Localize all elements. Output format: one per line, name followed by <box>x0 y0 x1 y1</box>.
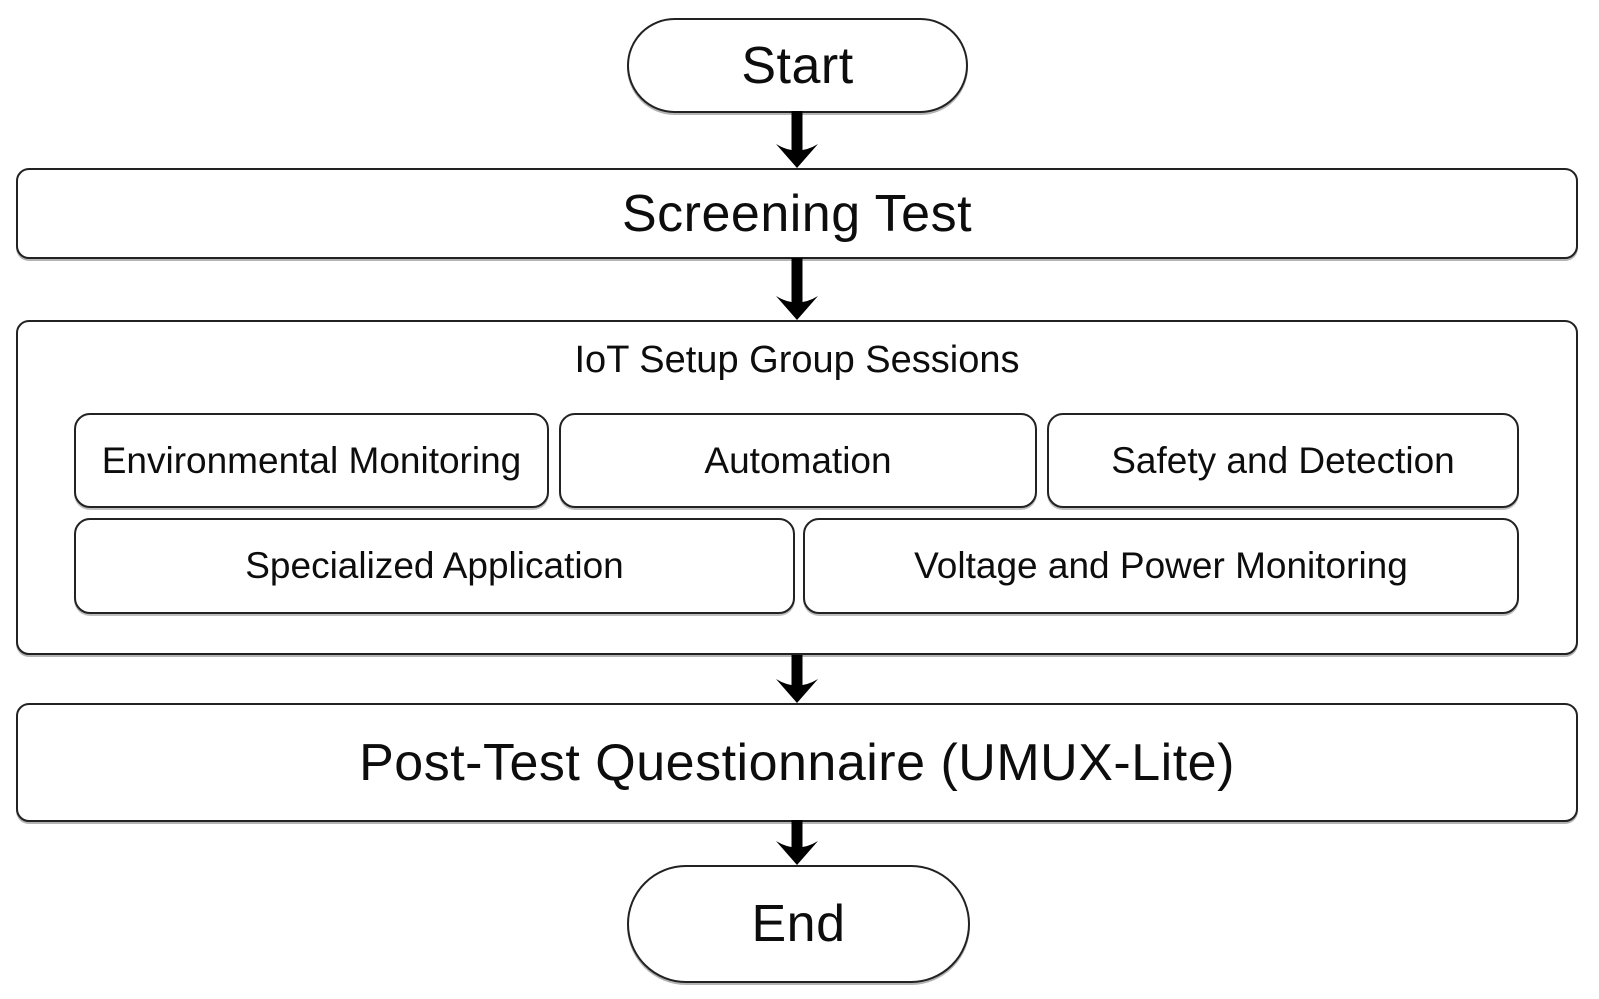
iot-group-title: IoT Setup Group Sessions <box>574 339 1020 381</box>
session-box-automation: Automation <box>559 413 1037 508</box>
iot-setup-group-container: IoT Setup Group Sessions Environmental M… <box>16 320 1578 655</box>
session-box-voltage-and-power-monitoring: Voltage and Power Monitoring <box>803 518 1519 614</box>
session-label: Voltage and Power Monitoring <box>914 545 1408 586</box>
start-node: Start <box>627 18 968 113</box>
arrow-down-icon <box>776 655 818 703</box>
start-node-label: Start <box>741 36 854 95</box>
end-node: End <box>627 865 970 983</box>
flow-arrow-start-to-screening <box>773 111 821 168</box>
post-test-questionnaire-node: Post-Test Questionnaire (UMUX-Lite) <box>16 703 1578 822</box>
session-box-safety-and-detection: Safety and Detection <box>1047 413 1519 508</box>
session-label: Automation <box>704 439 892 481</box>
arrow-down-icon <box>776 111 818 168</box>
session-label: Safety and Detection <box>1111 439 1455 481</box>
arrow-down-icon <box>776 258 818 320</box>
arrow-down-icon <box>776 820 818 865</box>
end-node-label: End <box>751 895 846 953</box>
screening-test-label: Screening Test <box>621 184 973 243</box>
session-box-specialized-application: Specialized Application <box>74 518 795 614</box>
session-label: Specialized Application <box>245 545 624 586</box>
session-label: Environmental Monitoring <box>101 439 522 481</box>
flow-arrow-posttest-to-end <box>773 820 821 865</box>
screening-test-node: Screening Test <box>16 168 1578 259</box>
flow-arrow-screening-to-iot <box>773 258 821 320</box>
post-test-questionnaire-label: Post-Test Questionnaire (UMUX-Lite) <box>359 733 1235 792</box>
flow-arrow-iot-to-posttest <box>773 655 821 703</box>
session-box-environmental-monitoring: Environmental Monitoring <box>74 413 549 508</box>
